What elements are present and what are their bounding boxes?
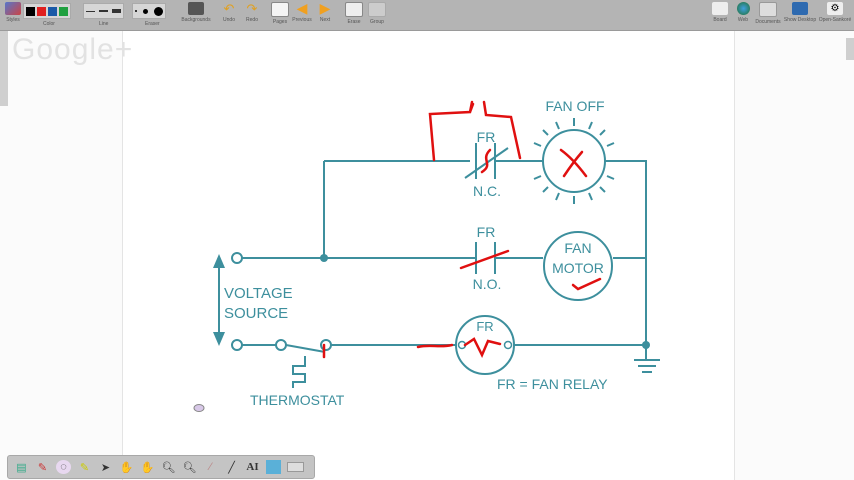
- library-icon[interactable]: ▤: [16, 461, 27, 474]
- zoom-out-icon[interactable]: 🔍︎: [182, 461, 197, 474]
- fan-label: FAN: [564, 240, 591, 256]
- line-thick[interactable]: [112, 9, 121, 13]
- arrow-left-icon: ◀: [296, 0, 308, 16]
- erase-icon: [345, 2, 363, 17]
- google-plus-watermark: Google+: [12, 33, 134, 66]
- undo-button[interactable]: ↶Undo: [216, 2, 242, 23]
- next-button[interactable]: ▶Next: [312, 0, 338, 23]
- show-desktop-button[interactable]: Show Desktop: [784, 2, 816, 23]
- line-medium[interactable]: [99, 10, 108, 12]
- group-icon: [368, 2, 386, 17]
- pen-icon[interactable]: ✎: [37, 461, 48, 474]
- board-icon: [712, 2, 728, 15]
- pages-icon: [271, 2, 289, 17]
- color-red[interactable]: [37, 6, 46, 16]
- open-sankore-button[interactable]: ⚙Open-Sankoré: [818, 2, 852, 23]
- bottom-toolbar: ▤ ✎ ◌ ✎ ➤ ✋ ✋ 🔍︎ 🔍︎ ⁄ ╱ AI: [7, 455, 315, 479]
- relay-coil-label: FR: [476, 319, 493, 334]
- voltage-arrow-up: [213, 254, 225, 268]
- arrow-right-icon: ▶: [319, 0, 331, 16]
- source-label: SOURCE: [224, 305, 288, 322]
- color-label: Color: [43, 21, 55, 27]
- zoom-in-icon[interactable]: 🔍︎: [161, 461, 176, 474]
- color-green[interactable]: [59, 6, 68, 16]
- highlighter-icon[interactable]: ✎: [79, 461, 90, 474]
- group-button[interactable]: Group: [364, 2, 390, 25]
- styles-icon: [5, 2, 21, 15]
- eraser-label: Eraser: [145, 21, 160, 27]
- color-blue[interactable]: [48, 6, 57, 16]
- line-tool-icon[interactable]: ╱: [228, 461, 235, 474]
- line-thin[interactable]: [86, 10, 95, 12]
- documents-button[interactable]: Documents: [755, 2, 781, 25]
- undo-icon: ↶: [223, 1, 235, 16]
- redo-button[interactable]: ↷Redo: [239, 2, 265, 23]
- junction-dot: [320, 254, 328, 262]
- fan-relay-legend: FR = FAN RELAY: [497, 376, 608, 392]
- fan-off-label: FAN OFF: [545, 98, 604, 114]
- top-toolbar: Styles Color Line Eraser Backgrounds ↶Un…: [0, 0, 854, 31]
- eraser-small[interactable]: [135, 10, 137, 12]
- backgrounds-icon: [188, 2, 204, 15]
- junction-dot: [642, 341, 650, 349]
- fr-no-label: FR: [477, 224, 496, 240]
- voltage-label: VOLTAGE: [224, 285, 293, 302]
- eraser-medium[interactable]: [143, 8, 148, 14]
- capture-icon[interactable]: [266, 460, 281, 474]
- backgrounds-button[interactable]: Backgrounds: [181, 2, 211, 23]
- circuit-wires: [218, 143, 660, 388]
- motor-label: MOTOR: [552, 260, 604, 276]
- pages-button[interactable]: Pages: [267, 2, 293, 25]
- redo-icon: ↷: [246, 1, 258, 16]
- text-tool-icon[interactable]: AI: [246, 461, 259, 473]
- thermostat-label: THERMOSTAT: [250, 392, 345, 408]
- eraser-size-picker: [132, 3, 166, 19]
- fan-motor-symbol: [543, 231, 613, 301]
- laser-pointer-icon[interactable]: ⁄: [209, 461, 212, 473]
- eraser-tool-icon[interactable]: ◌: [56, 460, 71, 474]
- erase-button[interactable]: Erase: [341, 2, 367, 25]
- line-width-picker: [83, 3, 124, 19]
- no-label: N.O.: [473, 276, 502, 292]
- right-panel-handle[interactable]: [846, 38, 854, 60]
- web-button[interactable]: Web: [730, 2, 756, 23]
- fr-nc-label: FR: [477, 129, 496, 145]
- selector-icon[interactable]: ➤: [100, 461, 111, 474]
- pan-icon[interactable]: ✋: [140, 461, 155, 474]
- eraser-large[interactable]: [154, 6, 163, 16]
- red-ink-annotations: [322, 100, 602, 359]
- hand-icon[interactable]: ✋: [119, 461, 134, 474]
- styles-button[interactable]: Styles: [0, 2, 26, 23]
- gear-icon: ⚙: [827, 2, 843, 15]
- color-picker: [23, 3, 71, 19]
- whiteboard-canvas[interactable]: [122, 31, 735, 480]
- documents-icon: [759, 2, 777, 17]
- eraser-cursor-icon: [193, 404, 205, 412]
- globe-icon: [736, 2, 750, 15]
- nc-label: N.C.: [473, 183, 501, 199]
- board-button[interactable]: Board: [707, 2, 733, 23]
- left-panel-handle[interactable]: [0, 31, 8, 106]
- voltage-arrow-down: [213, 332, 225, 346]
- desktop-icon: [792, 2, 808, 15]
- previous-button[interactable]: ◀Previous: [292, 0, 312, 23]
- virtual-keyboard-icon[interactable]: [287, 462, 304, 472]
- color-black[interactable]: [26, 6, 35, 16]
- line-label: Line: [99, 21, 109, 27]
